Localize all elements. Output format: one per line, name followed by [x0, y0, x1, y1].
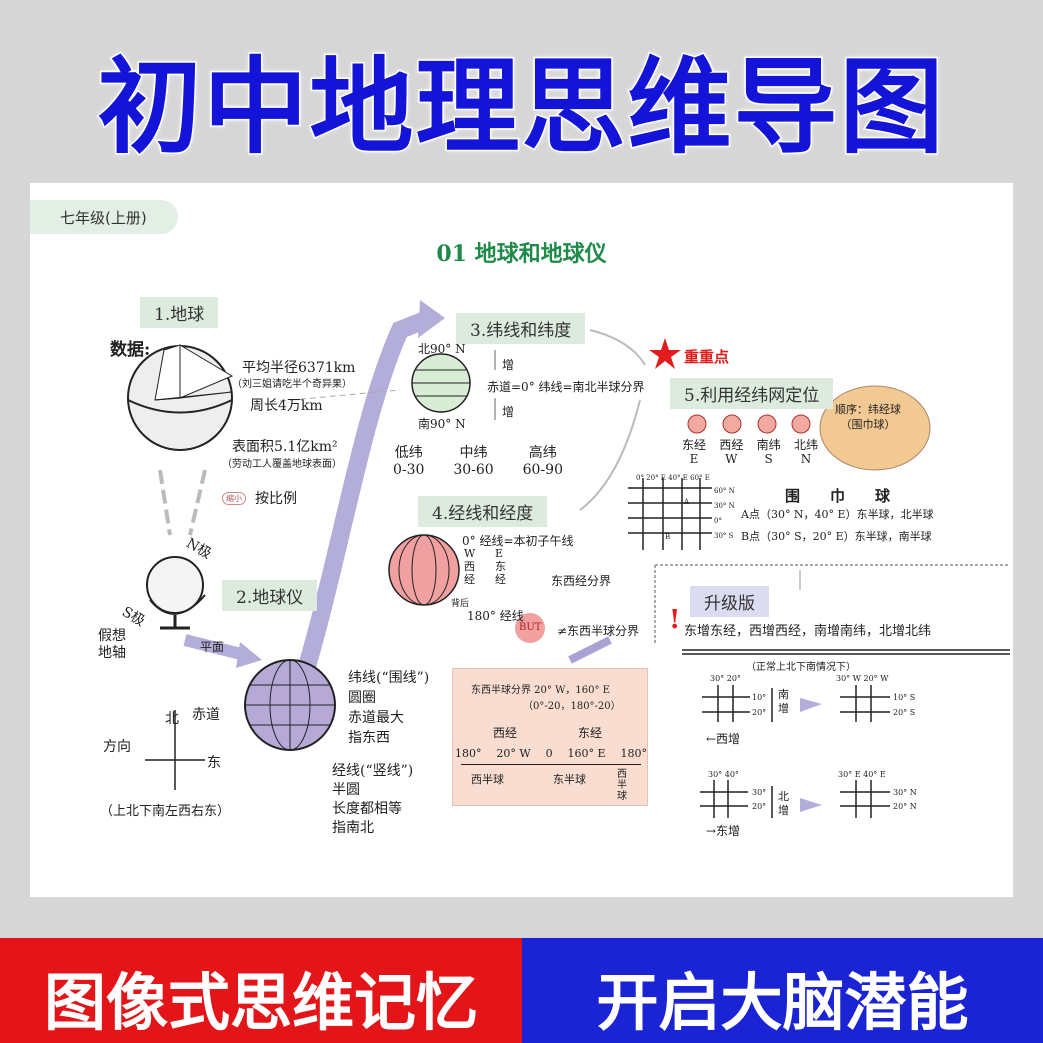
east-long: E 东 经: [495, 547, 506, 586]
east-span: 东经: [578, 726, 603, 740]
ex1-h: ←西增: [706, 732, 741, 746]
lat-long-grid: [628, 478, 712, 550]
bubble-text: 顺序：纬经球 （围巾球）: [835, 403, 901, 431]
heading-upgrade: 升级版: [690, 586, 769, 617]
ex1-rows: 10°20°: [752, 693, 767, 717]
longitude-lines-list: 经线(“竖线”)半圆长度都相等指南北: [332, 763, 414, 836]
plane-label: 平面: [200, 640, 225, 654]
heading-globe: 2.地球仪: [222, 580, 318, 611]
ex1-res-top: 30° W 20° W: [836, 674, 889, 683]
data-label: 数据:: [110, 340, 151, 360]
east-label: 东: [207, 755, 221, 771]
grade-tab: 七年级(上册): [30, 200, 178, 234]
but-burst: [515, 613, 545, 643]
west-hemi-2: 西半球: [617, 769, 627, 802]
ex2-rows: 30°20°: [752, 788, 767, 811]
direction-rule: （上北下南左西右东）: [100, 804, 231, 819]
desk-globe-icon: [146, 556, 206, 630]
chapter-title: 01 地球和地球仪: [436, 241, 607, 267]
main-flow-arrow: [291, 309, 434, 693]
upgrade-grids: [700, 685, 890, 818]
upgrade-border: [654, 564, 1010, 645]
equator-def: 赤道=0° 纬线=南北半球分界: [487, 380, 645, 394]
b-point-desc: B点（30° S，20° E）东半球，南半球: [741, 530, 932, 543]
heading-earth: 1.地球: [140, 297, 219, 328]
l180: 180° 经线: [467, 609, 524, 623]
east-hemi: 东半球: [553, 773, 586, 786]
exclaim-icon: !: [669, 605, 680, 635]
heading-latitude: 3.纬线和纬度: [456, 313, 586, 344]
point-a: A: [684, 498, 690, 506]
circumference: 周长4万km: [250, 398, 323, 414]
west-span: 西经: [493, 726, 518, 740]
s90: 南90° N: [418, 417, 466, 431]
to-box-arrow: [568, 636, 612, 664]
point-b: B: [665, 533, 671, 541]
equator-label: 赤道: [192, 707, 220, 723]
ex2-res-top: 30° E 40° E: [838, 770, 886, 779]
hemi-title: 东西半球分界 20° W，160° E: [471, 685, 610, 696]
latitude-globe-icon: [411, 353, 471, 413]
but-badge: BUT: [519, 622, 542, 633]
earth-sphere-icon: [127, 344, 234, 451]
n90: 北90° N: [418, 342, 466, 356]
radius-note: （刘三姐请吃半个奇异果）: [232, 379, 352, 390]
upgrade-rule: 东增东经，西增西经，南增南纬，北增北纬: [684, 624, 932, 639]
direction-label: 方向: [103, 739, 131, 755]
key-point-label: 重重点: [684, 348, 730, 366]
hemisphere-box: 东西半球分界 20° W，160° E （0°-20，180°-20） 西经 东…: [452, 668, 648, 806]
hemi-sub: （0°-20，180°-20）: [523, 701, 621, 712]
direction-cross: [145, 710, 205, 790]
scale-label: 按比例: [255, 491, 297, 507]
grid-globe-icon: [244, 659, 336, 751]
face-icons: [687, 414, 811, 434]
radius: 平均半径6371km: [242, 360, 356, 376]
heading-longitude: 4.经线和经度: [418, 496, 548, 527]
west-hemi: 西半球: [471, 773, 504, 786]
not-hemisphere: ≠东西半球分界: [557, 624, 640, 638]
back-label: 背后: [451, 599, 470, 609]
plane-arrow: [183, 634, 247, 661]
west-long: W 西 经: [464, 547, 476, 586]
bottom-banner-right: 开启大脑潜能: [522, 938, 1043, 1043]
heading-grid: 5.利用经纬网定位: [670, 378, 834, 409]
upgrade-note: （正常上北下南情况下）: [746, 662, 856, 673]
north-label: 北: [165, 711, 179, 727]
page-title: 初中地理思维导图: [96, 45, 946, 170]
ex1-top: 30° 20°: [710, 674, 741, 683]
mnemonic: 围 巾 球: [785, 487, 891, 505]
longitude-globe-icon: [388, 534, 460, 606]
prime-meridian: 0° 经线=本初子午线: [462, 534, 574, 548]
grid-top-labels: 0° 20° E 40° E 60° E: [636, 474, 710, 482]
bottom-banner-left: 图像式思维记忆: [0, 938, 522, 1043]
arrow-head: [418, 300, 445, 338]
area-note: （劳动工人覆盖地球表面）: [222, 459, 342, 470]
increase-down: 增: [502, 405, 515, 419]
shrink-icon: 缩小: [222, 492, 246, 505]
a-point-desc: A点（30° N，40° E）东半球，北半球: [741, 508, 934, 521]
ew-boundary: 东西经分界: [551, 574, 612, 588]
ex2-top: 30° 40°: [708, 770, 739, 779]
ex1-dir: 南 增: [778, 688, 789, 715]
surface-area: 表面积5.1亿km²: [232, 439, 338, 455]
axis-label: 假想 地轴: [98, 628, 126, 661]
ex2-h: →东增: [706, 824, 741, 838]
latitude-lines-list: 纬线(“围线”)圆圈赤道最大指东西: [348, 670, 430, 746]
speech-bubble: [819, 385, 931, 471]
ex2-dir: 北 增: [778, 790, 789, 817]
star-icon: [649, 338, 681, 369]
increase-up: 增: [502, 358, 515, 372]
